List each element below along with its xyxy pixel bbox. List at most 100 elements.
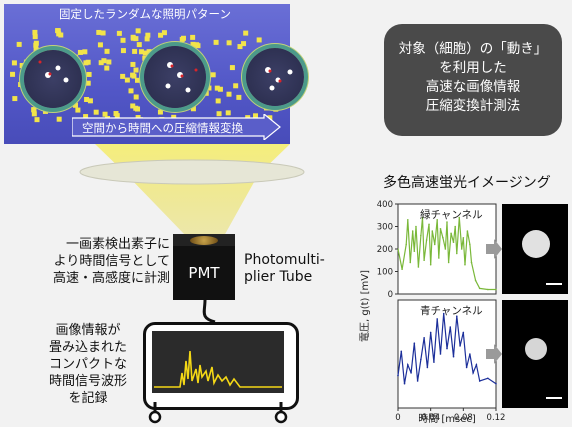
pattern-square (33, 40, 39, 46)
data-point (423, 337, 425, 339)
data-point (475, 364, 478, 366)
recording-caption-line-3: コンパクトな (48, 357, 127, 372)
plot-frame-1 (397, 299, 497, 409)
pattern-square (83, 114, 89, 120)
pattern-square (158, 32, 164, 38)
pattern-square (10, 71, 16, 77)
pattern-square (26, 94, 32, 100)
pattern-square (179, 36, 185, 42)
pattern-square (84, 96, 90, 102)
pattern-square (216, 111, 222, 117)
pattern-square (190, 41, 196, 47)
pattern-square (190, 34, 196, 40)
detector-caption-line-1: 一画素検出素子に (65, 237, 170, 252)
pattern-square (85, 59, 91, 65)
data-point (495, 288, 497, 291)
pattern-square (23, 59, 29, 65)
pattern-square (106, 59, 112, 65)
data-point (411, 230, 414, 232)
data-point (415, 225, 417, 228)
pattern-square (226, 91, 232, 97)
pattern-square (73, 94, 79, 100)
pattern-square (171, 114, 177, 120)
pattern-square (236, 94, 242, 100)
pattern-square (128, 88, 134, 94)
pattern-square (197, 94, 203, 100)
pattern-square (77, 49, 83, 55)
cell-image-1 (525, 338, 547, 360)
y-tick-label: 100 (377, 268, 393, 278)
data-point (495, 382, 497, 385)
data-point (410, 372, 412, 374)
y-tick-label: 0 (388, 290, 393, 300)
data-point (478, 380, 481, 382)
pattern-square (120, 48, 126, 54)
data-point (421, 216, 424, 219)
summary-line-4: 圧縮変換計測法 (425, 98, 521, 114)
data-point (462, 331, 465, 334)
data-point (420, 358, 422, 361)
pattern-square (144, 36, 150, 42)
data-point (413, 250, 416, 253)
arrow-icon (486, 344, 502, 364)
detector-caption-line-3: 高速・高感度に計測 (52, 271, 170, 286)
series-label-1: 青チャンネル (420, 304, 483, 317)
conversion-label: 空間から時間への圧縮情報変換 (82, 121, 243, 135)
data-point (403, 382, 406, 385)
pattern-square (213, 39, 219, 45)
data-point (426, 366, 429, 369)
y-axis-label: 電圧, g(t) [mV] (359, 270, 371, 342)
pattern-square (31, 111, 37, 117)
pattern-square (256, 37, 262, 43)
data-point (416, 380, 419, 382)
detector-caption: 一画素検出素子に より時間信号として 高速・高感度に計測 (8, 236, 170, 287)
data-point (409, 261, 412, 264)
arrow-icon (486, 239, 502, 259)
data-point (487, 377, 489, 380)
pattern-square (130, 72, 136, 78)
pattern-square (31, 107, 37, 113)
cell-image-0 (522, 230, 550, 258)
pattern-square (100, 30, 106, 36)
data-point (466, 230, 469, 232)
pattern-square (206, 85, 212, 91)
pattern-square (85, 80, 91, 86)
pattern-square (215, 98, 221, 104)
pattern-square (133, 67, 139, 73)
pattern-square (140, 65, 146, 71)
pattern-square (138, 49, 144, 55)
conversion-arrow (72, 114, 281, 140)
data-point (452, 355, 455, 358)
pattern-square (253, 113, 259, 119)
pattern-square (271, 45, 277, 51)
monitor-stand (148, 402, 288, 424)
pattern-square (157, 102, 163, 108)
pattern-square (210, 72, 216, 78)
data-point (450, 232, 452, 235)
pattern-square (56, 116, 62, 122)
recording-caption: 画像情報が 畳み込まれた コンパクトな 時間信号波形 を記録 (36, 322, 140, 407)
data-point (446, 221, 448, 223)
pattern-square (161, 30, 167, 36)
summary-box: 対象（細胞）の「動き」 を利用した 高速な画像情報 圧縮変換計測法 (384, 24, 562, 136)
recording-caption-line-1: 画像情報が (55, 323, 121, 338)
summary-line-1: 対象（細胞）の「動き」 (398, 41, 548, 57)
data-point (417, 266, 420, 268)
series-label-0: 緑チャンネル (420, 208, 483, 221)
x-tick-label: 0 (395, 413, 400, 423)
pattern-square (233, 83, 239, 89)
data-point (436, 218, 438, 221)
pattern-square (203, 90, 209, 96)
x-axis-label: 時間 [msec] (418, 413, 476, 425)
summary-line-3: 高速な画像情報 (425, 79, 521, 95)
pattern-square (130, 103, 136, 109)
data-point (413, 342, 416, 344)
x-tick-label: 0.04 (421, 413, 440, 423)
data-point (442, 312, 445, 315)
pattern-title: 固定したランダムな照明パターン (59, 7, 231, 21)
data-point (459, 345, 461, 347)
pattern-square (135, 77, 141, 83)
